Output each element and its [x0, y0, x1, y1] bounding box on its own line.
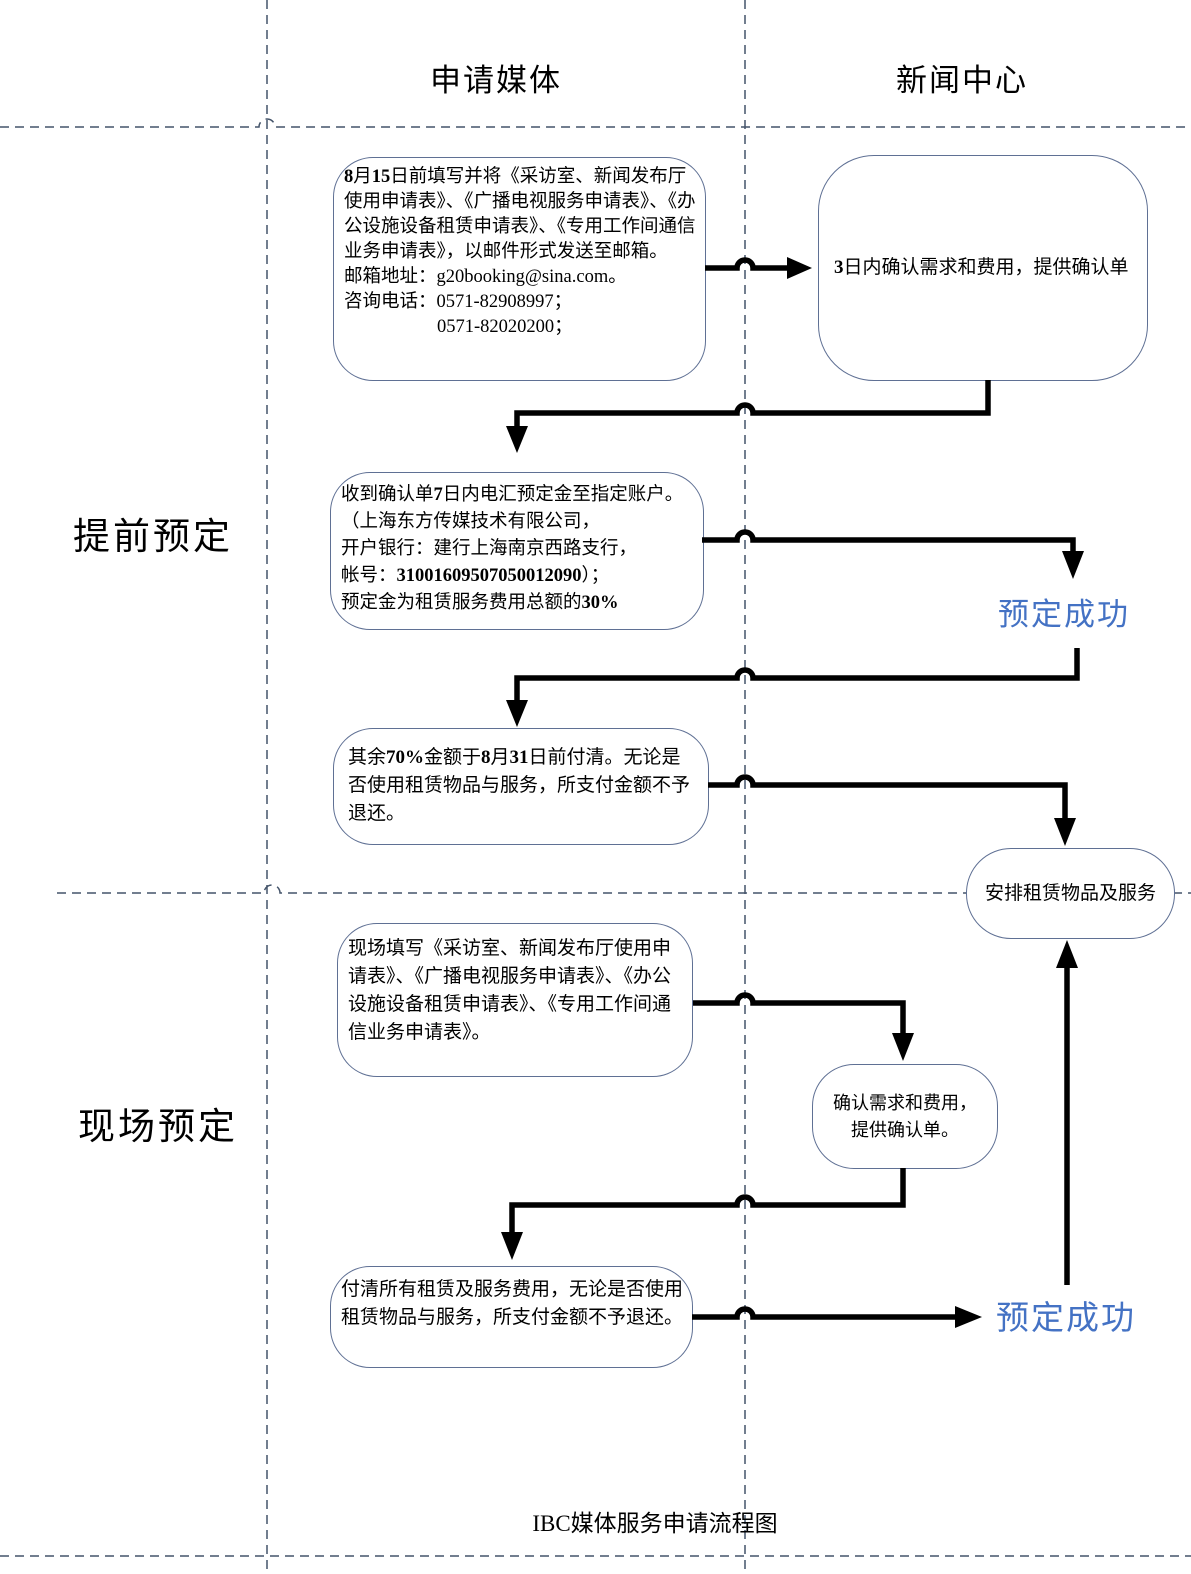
apply-phone-line2: 0571-82020200； [437, 317, 573, 337]
lane-label-onsite-booking: 现场预定 [78, 1107, 238, 1148]
column-header-media: 申请媒体 [430, 63, 562, 98]
deposit-line-account: 帐号：31001609507050012090）； [341, 566, 610, 586]
horizontal-divider-middle [57, 884, 1191, 894]
arrange-rental-text: 安排租赁物品及服务 [984, 882, 1156, 904]
flow-box-pay-balance: 其余70%金额于8月31日前付清。无论是否使用租赁物品与服务，所支付金额不予退还… [333, 728, 709, 845]
flow-box-confirm-3days: 3日内确认需求和费用，提供确认单 [818, 155, 1148, 381]
deposit-line-2: 开户银行：建行上海南京西路支行， [341, 539, 638, 559]
deposit-line-1: （上海东方传媒技术有限公司， [341, 512, 601, 532]
flow-box-apply-forms: 8月15日前填写并将《采访室、新闻发布厅使用申请表》、《广播电视服务申请表》、《… [333, 157, 706, 381]
horizontal-divider-top [0, 118, 1191, 128]
status-label-booking-success-advance: 预定成功 [998, 597, 1130, 632]
flow-box-wire-deposit: 收到确认单7日内电汇预定金至指定账户。 （上海东方传媒技术有限公司， 开户银行：… [330, 472, 704, 630]
onsite-confirm-line-2: 提供确认单。 [851, 1119, 959, 1140]
confirm-3days-text: 3日内确认需求和费用，提供确认单 [834, 257, 1129, 278]
onsite-confirm-line-1: 确认需求和费用， [833, 1092, 977, 1113]
deposit-line-percent: 预定金为租赁服务费用总额的30% [341, 593, 619, 613]
apply-forms-text: 8月15日前填写并将《采访室、新闻发布厅使用申请表》、《广播电视服务申请表》、《… [344, 167, 696, 262]
status-label-booking-success-onsite: 预定成功 [996, 1301, 1136, 1337]
column-header-news: 新闻中心 [896, 63, 1028, 98]
lane-label-advance-booking: 提前预定 [73, 517, 233, 558]
flow-box-onsite-pay-all: 付清所有租赁及服务费用，无论是否使用租赁物品与服务，所支付金额不予退还。 [330, 1266, 693, 1368]
apply-phone-line1: 咨询电话：0571-82908997； [344, 292, 573, 312]
page-title: IBC媒体服务申请流程图 [532, 1511, 778, 1536]
deposit-line-0: 收到确认单7日内电汇预定金至指定账户。 [341, 485, 684, 505]
flow-box-arrange-rental: 安排租赁物品及服务 [966, 848, 1175, 939]
flow-box-onsite-confirm: 确认需求和费用， 提供确认单。 [812, 1064, 998, 1169]
apply-email-line: 邮箱地址：g20booking@sina.com。 [344, 267, 627, 287]
flow-box-onsite-fill-forms: 现场填写《采访室、新闻发布厅使用申请表》、《广播电视服务申请表》、《办公设施设备… [337, 923, 693, 1077]
